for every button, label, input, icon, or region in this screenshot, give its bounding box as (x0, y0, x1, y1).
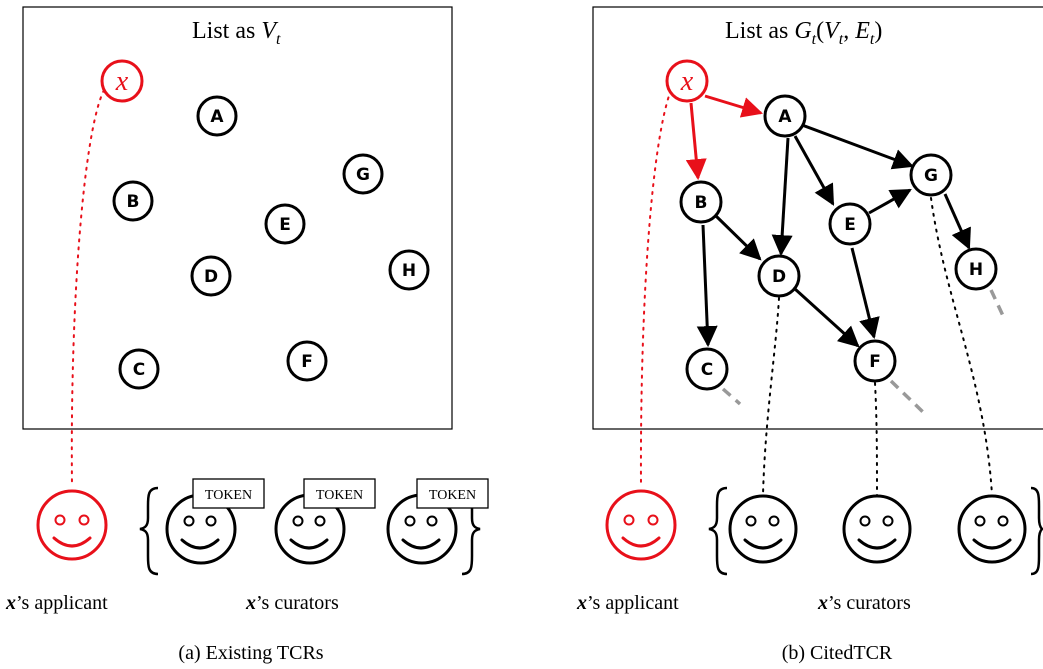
panel-b-applicant-smiley-icon (605, 489, 677, 561)
panel-b-edge-e-f (850, 247, 880, 340)
panel-a: List as Vt x A B C D E F (5, 6, 489, 664)
panel-b-edge-x-b (685, 102, 707, 181)
panel-b: List as Gt(Vt, Et) x A (576, 6, 1043, 664)
panel-a-token-badge: TOKEN (303, 478, 376, 509)
panel-b-node-c: C (685, 347, 729, 391)
panel-a-token-badge: TOKEN (416, 478, 489, 509)
svg-text:G: G (924, 166, 938, 186)
panel-a-applicant-label: x’s applicant (5, 592, 108, 614)
panel-b-edge-d-f (793, 287, 860, 348)
panel-b-title: List as Gt(Vt, Et) (725, 18, 882, 48)
panel-b-left-brace (708, 486, 728, 576)
panel-a-left-brace (139, 486, 159, 576)
panel-b-curator-link (874, 382, 878, 496)
panel-b-curator-link (930, 197, 993, 496)
panel-b-node-d: D (757, 254, 801, 298)
panel-a-node-g: G (342, 153, 384, 195)
svg-text:C: C (701, 360, 713, 380)
panel-b-list-box (592, 6, 1043, 430)
panel-a-applicant-smiley-icon (36, 489, 108, 561)
panel-b-edge-e-g (868, 188, 912, 215)
panel-a-node-a: A (196, 95, 238, 137)
svg-text:A: A (210, 107, 224, 127)
svg-text:TOKEN: TOKEN (205, 488, 252, 503)
panel-a-x-label: x (115, 66, 129, 97)
panel-a-node-h: H (388, 249, 430, 291)
panel-b-node-e: E (828, 202, 872, 246)
svg-text:G: G (356, 165, 370, 185)
svg-text:E: E (279, 215, 291, 235)
svg-text:B: B (695, 193, 708, 213)
panel-a-title: List as Vt (192, 18, 281, 48)
panel-b-curator-link (762, 297, 780, 496)
panel-b-curator-smiley-icon (957, 494, 1027, 564)
panel-b-edge-a-g (801, 123, 914, 170)
panel-b-applicant-link (639, 89, 672, 486)
panel-b-curator-smiley-icon (728, 494, 798, 564)
panel-b-node-b: B (679, 180, 723, 224)
panel-b-edge-x-a (704, 94, 764, 118)
panel-b-right-brace (1030, 486, 1043, 576)
panel-b-node-f: F (853, 339, 897, 383)
panel-b-edge-a-d (771, 137, 793, 257)
svg-text:E: E (844, 215, 856, 235)
panel-a-list-box (22, 6, 453, 430)
panel-b-node-h: H (954, 247, 998, 291)
svg-text:F: F (869, 352, 881, 372)
panel-b-edge-stub (889, 379, 927, 416)
panel-b-x-node (665, 59, 709, 103)
panel-b-node-a: A (763, 94, 807, 138)
svg-text:TOKEN: TOKEN (316, 488, 363, 503)
panel-a-curator-smiley-icon (274, 493, 346, 565)
panel-a-caption: (a) Existing TCRs (178, 642, 323, 664)
svg-text:D: D (204, 267, 218, 287)
svg-text:D: D (772, 267, 786, 287)
svg-text:C: C (133, 360, 145, 380)
panel-a-token-badge: TOKEN (192, 478, 265, 509)
panel-a-node-e: E (264, 203, 306, 245)
panel-b-caption: (b) CitedTCR (782, 642, 893, 664)
panel-b-edge-g-h (943, 193, 971, 250)
panel-b-x-label: x (680, 66, 694, 97)
panel-a-applicant-link (70, 89, 105, 486)
svg-text:A: A (778, 107, 792, 127)
panel-a-node-f: F (286, 340, 328, 382)
svg-text:H: H (402, 261, 416, 281)
svg-text:TOKEN: TOKEN (429, 488, 476, 503)
panel-a-node-c: C (118, 348, 160, 390)
panel-a-x-node (100, 59, 144, 103)
svg-text:H: H (969, 260, 983, 280)
panel-a-curators-label: x’s curators (245, 592, 339, 614)
panel-b-applicant-label: x’s applicant (576, 592, 679, 614)
svg-text:F: F (301, 352, 313, 372)
svg-text:B: B (127, 192, 140, 212)
panel-b-edge-b-c (696, 224, 718, 348)
panel-b-curator-smiley-icon (842, 494, 912, 564)
panel-b-edge-b-d (714, 214, 762, 261)
panel-b-edge-a-e (793, 135, 835, 206)
panel-b-edge-stub (989, 289, 1007, 321)
panel-b-node-g: G (909, 153, 953, 197)
panel-a-node-b: B (112, 180, 154, 222)
panel-b-curators-label: x’s curators (817, 592, 911, 614)
panel-b-edge-stub (721, 387, 742, 406)
panel-a-node-d: D (190, 255, 232, 297)
